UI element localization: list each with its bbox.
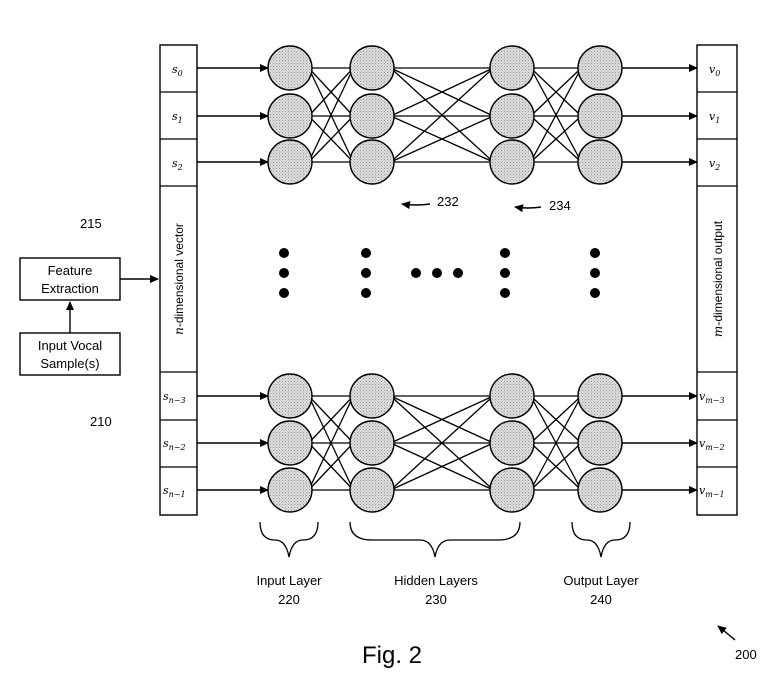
input-cell-0: s0 — [172, 63, 183, 78]
output-arrows — [620, 64, 698, 494]
neuron-node — [577, 373, 623, 419]
neuron-node — [489, 93, 535, 139]
neuron-node — [267, 45, 313, 91]
figure-caption: Fig. 2 — [362, 642, 422, 669]
output-vector-label: m-dimensional output — [711, 220, 725, 337]
neuron-node — [267, 139, 313, 185]
feature-extraction-ref: 215 — [80, 216, 102, 231]
neuron-node — [489, 467, 535, 513]
neuron-node — [577, 139, 623, 185]
network-connections — [308, 67, 582, 491]
vocal-sample-box — [19, 332, 121, 376]
output-cell-m1: vm−1 — [699, 484, 725, 499]
input-vector: s0 s1 s2 sn−3 sn−2 sn−1 n-dimensional ve… — [159, 44, 198, 516]
output-cell-m2: vm−2 — [699, 437, 725, 452]
feature-extraction-box — [19, 257, 121, 301]
neuron-node — [349, 93, 395, 139]
neuron-node — [267, 420, 313, 466]
feature-extraction-line1: Feature — [48, 263, 93, 278]
connection-line — [308, 67, 354, 117]
neuron-node — [577, 45, 623, 91]
input-vector-label: n-dimensional vector — [172, 223, 186, 335]
connection-line — [308, 115, 354, 163]
neuron-node — [349, 467, 395, 513]
input-cell-2: s2 — [172, 157, 183, 172]
neuron-node — [577, 93, 623, 139]
neuron-node — [349, 420, 395, 466]
neuron-node — [577, 420, 623, 466]
connection-line — [390, 395, 494, 444]
output-vector: v0 v1 v2 vm−3 vm−2 vm−1 m-dimensional ou… — [696, 44, 738, 516]
feature-extraction-line2: Extraction — [41, 281, 99, 296]
connection-line — [390, 67, 494, 163]
neuron-node — [349, 139, 395, 185]
continuation-dots — [279, 248, 600, 298]
callout-232: 232 — [437, 194, 459, 209]
figure-number: 200 — [735, 647, 757, 662]
neuron-node — [489, 373, 535, 419]
callout-234: 234 — [549, 198, 571, 213]
connection-line — [530, 115, 582, 163]
input-layer-name: Input Layer — [256, 573, 322, 588]
callouts: 232 234 — [401, 194, 571, 213]
connection-line — [390, 67, 494, 117]
output-layer-name: Output Layer — [563, 573, 639, 588]
neuron-node — [349, 45, 395, 91]
neuron-node — [489, 139, 535, 185]
connection-line — [530, 442, 582, 491]
input-cell-n2: sn−2 — [163, 437, 186, 452]
vocal-sample-line1: Input Vocal — [38, 338, 102, 353]
neuron-node — [489, 45, 535, 91]
neuron-node — [577, 467, 623, 513]
input-cell-n3: sn−3 — [163, 390, 186, 405]
input-arrows — [197, 64, 269, 494]
layer-braces — [259, 521, 631, 558]
connection-line — [530, 67, 582, 117]
connection-line — [308, 395, 354, 491]
vocal-sample-line2: Sample(s) — [40, 356, 99, 371]
output-cell-2: v2 — [709, 157, 720, 172]
input-cell-n1: sn−1 — [163, 484, 186, 499]
neuron-node — [349, 373, 395, 419]
output-cell-1: v1 — [709, 110, 720, 125]
output-cell-m3: vm−3 — [699, 390, 725, 405]
connection-line — [308, 67, 354, 163]
neuron-node — [267, 373, 313, 419]
connection-line — [390, 115, 494, 163]
hidden-layers-name: Hidden Layers — [394, 573, 478, 588]
neuron-node — [267, 93, 313, 139]
connection-line — [530, 395, 582, 444]
hidden-layers-ref: 230 — [425, 592, 447, 607]
input-cell-1: s1 — [172, 110, 183, 125]
connection-line — [530, 395, 582, 491]
network-nodes — [267, 45, 623, 513]
connection-line — [530, 67, 582, 163]
neuron-node — [489, 420, 535, 466]
vocal-sample-ref: 210 — [90, 414, 112, 429]
connection-line — [390, 442, 494, 491]
output-cell-0: v0 — [709, 63, 720, 78]
connection-line — [390, 395, 494, 491]
neuron-node — [267, 467, 313, 513]
preprocessing-blocks: 215 Feature Extraction Input Vocal Sampl… — [19, 216, 159, 429]
input-layer-ref: 220 — [278, 592, 300, 607]
connection-line — [308, 395, 354, 444]
connection-line — [308, 442, 354, 491]
output-layer-ref: 240 — [590, 592, 612, 607]
